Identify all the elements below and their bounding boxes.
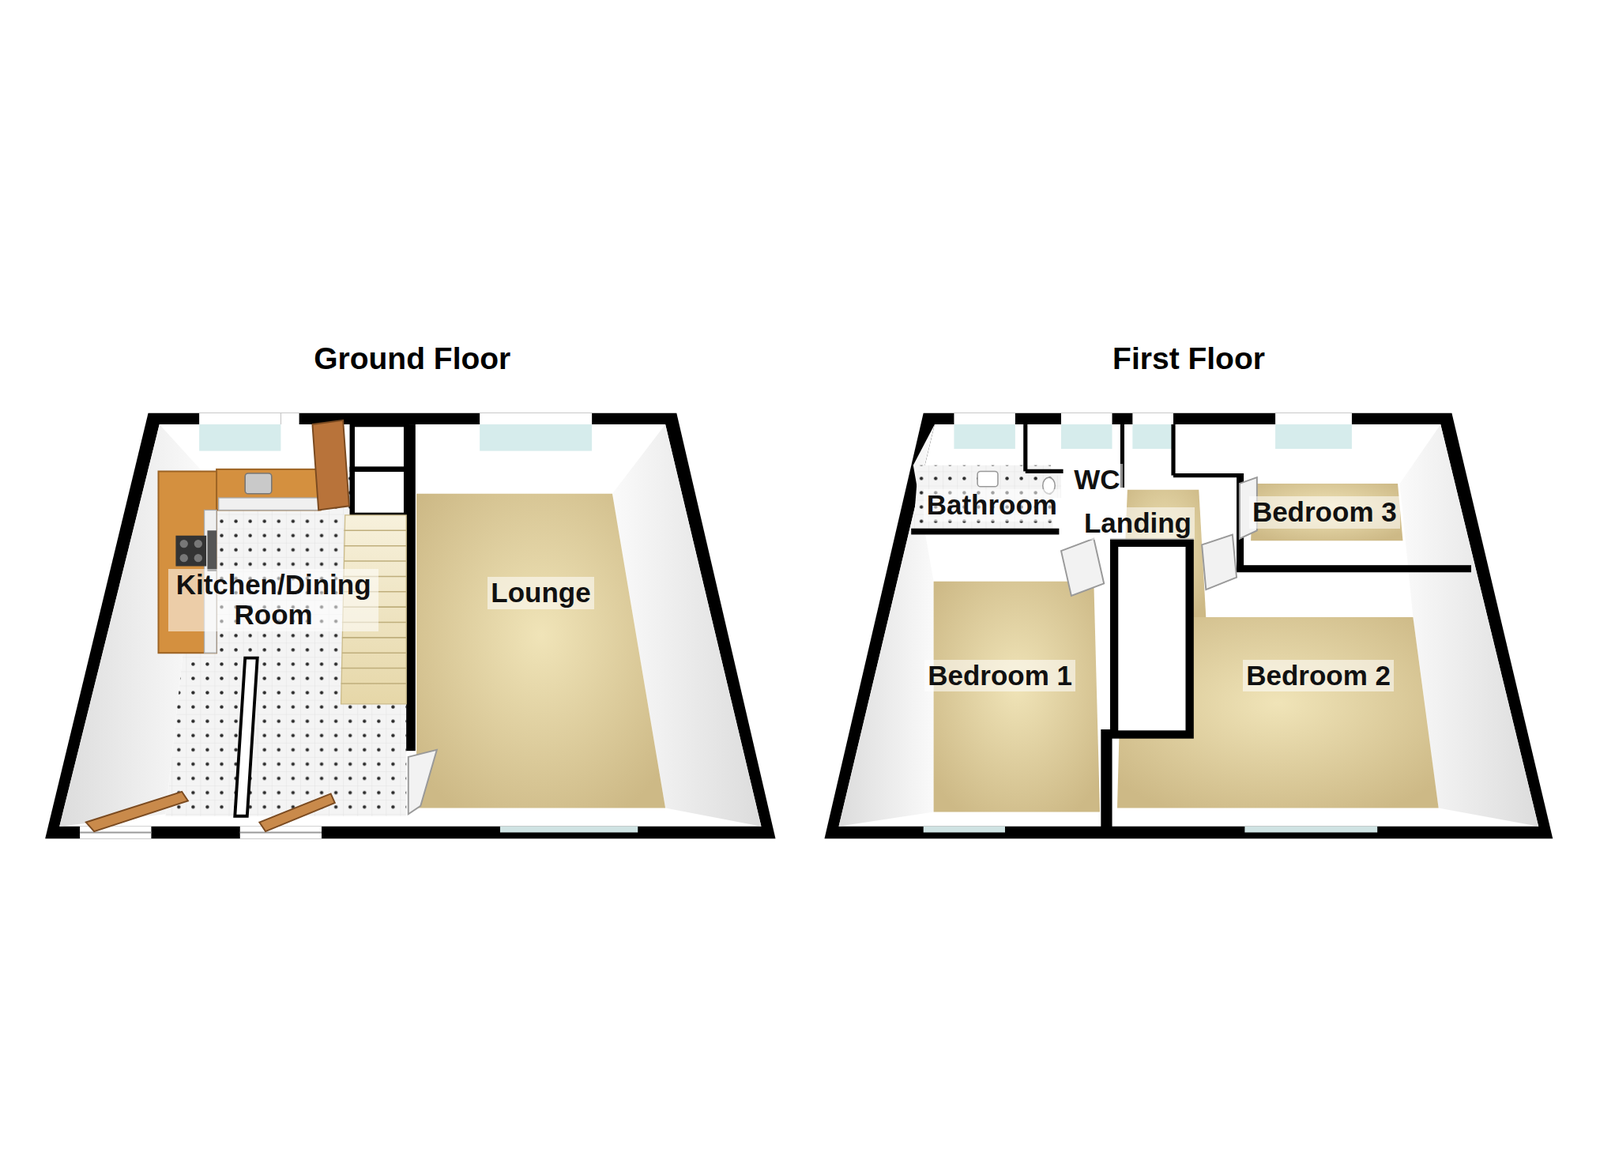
floor-plan: First FloorBathroom WC Landing Bedroom 3 Bed… — [816, 342, 1562, 848]
room-label: Landing — [1080, 507, 1195, 540]
door-opening — [240, 831, 322, 833]
partition-wall — [234, 658, 257, 817]
floor-plan: Ground FloorKitchen/Dining Room Lounge — [41, 342, 784, 848]
oven — [207, 530, 217, 572]
door-leaf — [1201, 534, 1237, 590]
door-leaf — [259, 793, 336, 832]
room-area: Bedroom 2 — [1238, 657, 1398, 695]
window — [1244, 826, 1378, 833]
hob — [194, 539, 203, 548]
hob — [175, 535, 207, 567]
unit-front — [218, 497, 320, 510]
wall-face — [59, 424, 761, 827]
window — [1132, 424, 1174, 449]
room-label: Bedroom 2 — [1242, 659, 1394, 693]
window — [1061, 424, 1113, 449]
window — [1275, 413, 1352, 425]
cupboard — [352, 469, 407, 516]
room-area: Landing — [1076, 504, 1199, 543]
window — [923, 826, 1006, 833]
interior-wall — [1100, 729, 1112, 830]
window — [953, 413, 1015, 425]
room-area: Bathroom — [919, 486, 1065, 524]
worktop — [216, 469, 321, 511]
room-area: Bedroom 1 — [920, 657, 1080, 695]
interior-wall — [1236, 564, 1472, 573]
floor-heading: Ground Floor — [41, 342, 784, 377]
outer-wall — [824, 413, 1553, 839]
sink — [244, 473, 272, 494]
door-opening — [79, 831, 151, 833]
window — [479, 413, 592, 425]
room-label: Kitchen/Dining Room — [168, 568, 379, 632]
window — [500, 826, 638, 833]
room-label: Lounge — [487, 576, 594, 610]
door-opening — [240, 826, 322, 839]
door-leaf — [86, 791, 189, 832]
stair-void — [1114, 542, 1190, 735]
interior-wall — [1023, 424, 1028, 471]
first-floor-drawing — [824, 413, 1553, 839]
interior-wall — [1170, 424, 1175, 476]
room-label: Bedroom 3 — [1249, 496, 1401, 529]
room-label: Bedroom 1 — [924, 659, 1076, 693]
window — [479, 424, 592, 452]
window — [953, 424, 1015, 449]
window — [1132, 413, 1174, 425]
room-label: Bathroom — [923, 489, 1061, 522]
ground-floor-drawing — [45, 413, 776, 839]
door-leaf — [1061, 538, 1104, 596]
floor-heading: First Floor — [816, 342, 1562, 377]
carpet-floor — [416, 493, 666, 809]
room-area: Kitchen/Dining Room — [165, 566, 383, 634]
hob — [180, 539, 189, 548]
room-area: WC — [1066, 461, 1127, 499]
wall-face — [839, 424, 1540, 827]
door-leaf — [312, 420, 349, 511]
hob — [194, 553, 203, 562]
interior-wall — [280, 413, 299, 425]
cupboard — [352, 424, 407, 470]
room-label: WC — [1070, 463, 1123, 497]
window — [1061, 413, 1113, 425]
interior-wall — [1025, 469, 1064, 474]
interior-wall — [1173, 473, 1240, 478]
basin — [977, 470, 998, 486]
window — [199, 413, 281, 425]
outer-wall — [45, 413, 776, 839]
room-area: Bedroom 3 — [1246, 478, 1404, 546]
carpet-floor — [933, 581, 1100, 813]
window — [1275, 424, 1352, 449]
room-area: Lounge — [479, 574, 603, 612]
hob — [180, 553, 189, 562]
window — [199, 424, 281, 452]
door-leaf — [408, 749, 437, 814]
interior-wall — [911, 528, 1059, 535]
